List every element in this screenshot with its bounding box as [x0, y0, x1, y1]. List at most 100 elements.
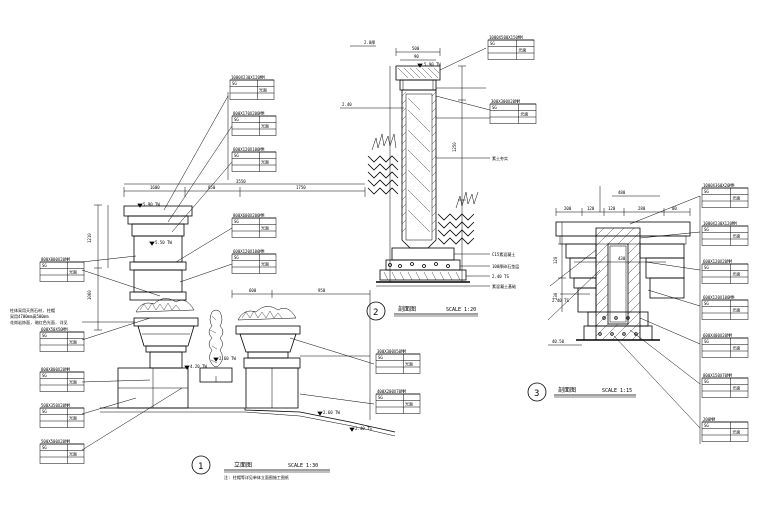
front-callout-boxes: 1080X230X120MMSG光面800X170X200MMSG光面600X1… — [39, 75, 421, 464]
callout-finish: 光面 — [261, 261, 269, 267]
callout-finish: 光面 — [405, 401, 413, 407]
front-leaders — [81, 92, 375, 451]
pillar-shaft-2 — [133, 269, 183, 293]
dim-right-2: 950 — [318, 288, 326, 293]
callout-finish: 光面 — [732, 195, 740, 201]
callout-size: 800X170X200MM — [233, 111, 265, 116]
callout-material: SG — [378, 395, 383, 400]
dim-top-1: 1600 — [150, 185, 160, 190]
sec2-note-0: 2.0厚 — [364, 40, 375, 45]
sec3-dim-5: 80 — [672, 206, 677, 211]
shrub — [199, 309, 233, 383]
callout-finish: 光面 — [259, 87, 267, 93]
callout-material: SG — [704, 339, 709, 344]
callout-material: SG — [42, 445, 47, 450]
view-1-number: 1 — [198, 462, 203, 472]
sec3-callout-boxes: 1000X360X20MMSG光面1000X230X120MMSG光面600X1… — [701, 183, 749, 442]
sec2-dim-top: 500 — [412, 46, 420, 51]
sec3-dim-v2: 230 — [553, 292, 558, 300]
callout-material: SG — [378, 355, 383, 360]
callout-finish: 光面 — [261, 123, 269, 129]
view-1-scale: SCALE 1:30 — [288, 463, 318, 469]
callout-size: 300X300X50MM — [377, 349, 406, 354]
dim-top-2: 850 — [208, 185, 216, 190]
front-notes: 柱体采用天然石材, 柱帽 采用4700mm高500mm 花岗岩饰面, 暗红色光面… — [10, 307, 135, 325]
ground-line-2 — [100, 411, 396, 437]
level-4: 2.60 TW — [219, 356, 236, 361]
callout-material: SG — [704, 423, 709, 428]
callout-size: 600X120X20MM — [703, 259, 732, 264]
svg-text:素混凝土基础: 素混凝土基础 — [492, 283, 516, 289]
level-3: 4.20 TW — [190, 364, 207, 369]
pillar-cap-top — [123, 205, 193, 217]
callout-size: 600X50X50MM — [41, 327, 68, 332]
callout-finish: 光面 — [69, 415, 77, 421]
view-2-title: 剖面图 — [398, 305, 416, 313]
dim-left-2: 1060 — [87, 290, 92, 300]
callout-material: SG — [704, 189, 709, 194]
callout-material: SG — [234, 153, 239, 158]
callout-material: SG — [234, 117, 239, 122]
section-3: 200 120 120 280 80 480 — [527, 186, 701, 444]
sec2-dim-v: 1250 — [452, 142, 457, 152]
callout-finish: 光面 — [732, 271, 740, 277]
sec3-dim-2: 120 — [587, 206, 595, 211]
callout-finish: 光面 — [69, 451, 77, 457]
callout-size: 400X200X70MM — [377, 389, 406, 394]
callout-finish: 光面 — [732, 307, 740, 313]
view-3-title: 剖面图 — [558, 386, 576, 394]
callout-material: SG — [42, 263, 47, 268]
callout-size: 500X350X20MM — [41, 403, 70, 408]
callout-size: 300X300X20MM — [491, 99, 520, 104]
dim-left-1: 1210 — [87, 233, 92, 243]
planter-left — [133, 298, 199, 369]
sec3-dim-3: 120 — [608, 206, 616, 211]
callout-size: 1000X230X120MM — [703, 221, 737, 226]
section-2: 500 90 2.0厚 5.90 TW — [340, 40, 519, 321]
ground-line — [100, 407, 396, 433]
callout-size: 800X800X20MM — [41, 257, 70, 262]
sec2-footing — [391, 247, 455, 261]
sec2-dim-inner: 90 — [414, 54, 419, 59]
callout-finish: 光面 — [69, 339, 77, 345]
callout-material: SG — [42, 373, 47, 378]
level-5: 2.60 TW — [323, 410, 340, 415]
callout-finish: 光面 — [732, 429, 740, 435]
view-2-number: 2 — [373, 308, 378, 318]
callout-material: SG — [704, 265, 709, 270]
callout-finish: 光面 — [732, 233, 740, 239]
sec3-dim-1: 200 — [564, 206, 572, 211]
sec2-earth-left — [367, 155, 399, 195]
callout-material: SG — [704, 227, 709, 232]
pillar-cap-2 — [127, 215, 189, 225]
dim-overall: 3550 — [236, 179, 246, 184]
dim-top-3: 1750 — [296, 185, 306, 190]
dim-right-1: 600 — [249, 288, 257, 293]
callout-material: SG — [232, 81, 237, 86]
callout-size: 600X120X100MM — [233, 147, 265, 152]
svg-text:C15素混凝土: C15素混凝土 — [492, 251, 515, 257]
callout-material: SG — [234, 255, 239, 260]
sec3-dim-v1: 120 — [553, 256, 558, 264]
callout-finish: 光面 — [732, 385, 740, 391]
callout-finish: 光面 — [261, 225, 269, 231]
callout-finish: 光面 — [261, 159, 269, 165]
sec3-dim-top2: 480 — [618, 190, 626, 195]
callout-size: 1000X360X20MM — [703, 183, 735, 188]
callout-size: 600X120X100MM — [703, 295, 735, 300]
sec2-wall — [401, 89, 437, 249]
pillar-band-2 — [129, 291, 187, 301]
